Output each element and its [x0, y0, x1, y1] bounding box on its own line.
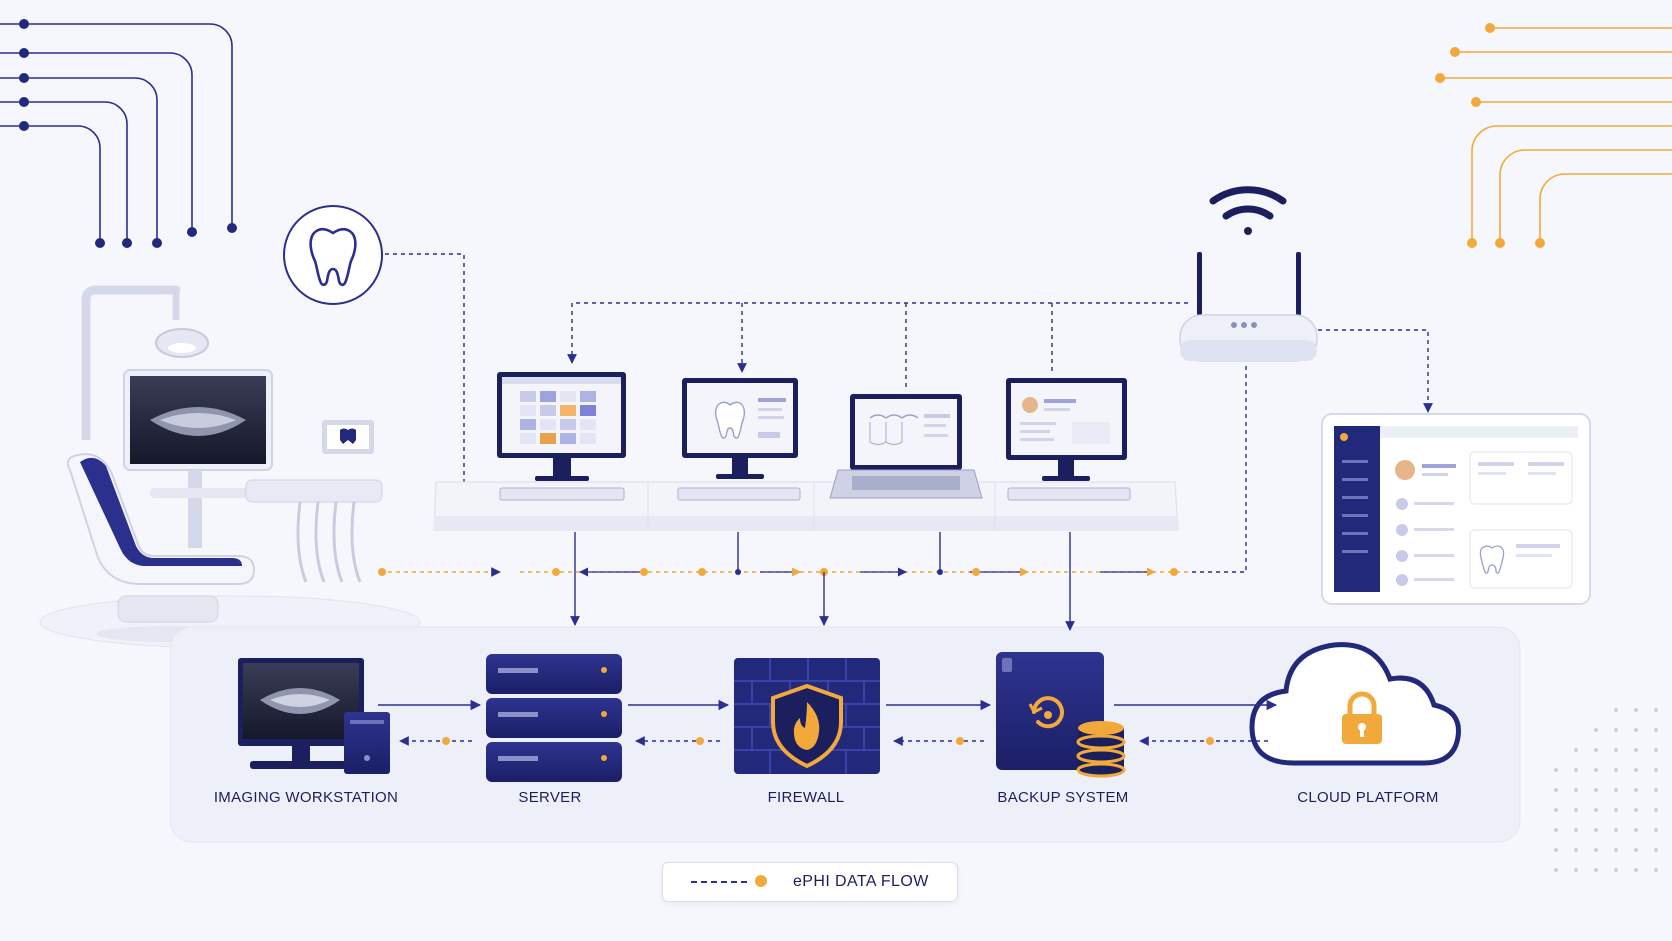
- dot-grid-decoration: [1554, 708, 1658, 872]
- grid-dot: [1594, 848, 1598, 852]
- grid-dot: [1614, 848, 1618, 852]
- flow-return-dots: [442, 737, 1214, 745]
- grid-dot: [1654, 748, 1658, 752]
- grid-dot: [1554, 788, 1558, 792]
- dental-chair-icon: [39, 285, 421, 649]
- node-label-server: SERVER: [518, 789, 582, 806]
- grid-dot: [1654, 728, 1658, 732]
- monitor-icon: [497, 372, 626, 501]
- grid-dot: [1634, 808, 1638, 812]
- grid-dot: [1634, 868, 1638, 872]
- node-label-imaging-workstation: IMAGING WORKSTATION: [213, 789, 399, 806]
- network-links: [385, 253, 1433, 573]
- tooth-icon: [283, 205, 383, 305]
- grid-dot: [1574, 768, 1578, 772]
- grid-dot: [1654, 808, 1658, 812]
- circuit-dots-left: [19, 19, 237, 248]
- grid-dot: [1634, 748, 1638, 752]
- grid-dot: [1574, 808, 1578, 812]
- grid-dot: [1554, 848, 1558, 852]
- legend-dot-icon: [755, 875, 767, 887]
- grid-dot: [1654, 828, 1658, 832]
- wifi-icon: [1209, 186, 1287, 235]
- lock-icon: [1342, 691, 1382, 744]
- grid-dot: [1654, 768, 1658, 772]
- monitor-icon: [677, 378, 801, 501]
- tablet-icon: [1321, 413, 1591, 605]
- grid-dot: [1594, 768, 1598, 772]
- grid-dot: [1574, 848, 1578, 852]
- database-icon: [1076, 721, 1126, 778]
- legend-line-icon: [691, 881, 747, 883]
- grid-dot: [1594, 748, 1598, 752]
- grid-dot: [1634, 848, 1638, 852]
- flame-shield-icon: [771, 683, 843, 769]
- grid-dot: [1614, 788, 1618, 792]
- grid-dot: [1554, 868, 1558, 872]
- grid-dot: [1574, 868, 1578, 872]
- legend-label: ePHI DATA FLOW: [793, 873, 929, 890]
- cloud-icon: [1249, 642, 1461, 766]
- grid-dot: [1614, 828, 1618, 832]
- grid-dot: [1654, 708, 1658, 712]
- grid-dot: [1554, 768, 1558, 772]
- grid-dot: [1554, 808, 1558, 812]
- laptop-icon: [829, 394, 983, 499]
- grid-dot: [1614, 868, 1618, 872]
- grid-dot: [1634, 768, 1638, 772]
- grid-dot: [1594, 828, 1598, 832]
- vertical-drops: [570, 532, 1075, 631]
- grid-dot: [1654, 848, 1658, 852]
- grid-dot: [1574, 748, 1578, 752]
- grid-dot: [1594, 808, 1598, 812]
- grid-dot: [1594, 728, 1598, 732]
- node-label-backup-system: BACKUP SYSTEM: [997, 789, 1129, 806]
- grid-dot: [1614, 748, 1618, 752]
- circuit-decoration-left: [0, 23, 233, 243]
- grid-dot: [1614, 768, 1618, 772]
- grid-dot: [1554, 828, 1558, 832]
- legend: ePHI DATA FLOW: [662, 862, 958, 902]
- grid-dot: [1614, 728, 1618, 732]
- grid-dot: [1654, 868, 1658, 872]
- node-label-firewall: FIREWALL: [767, 789, 845, 806]
- circuit-dots-right: [1435, 23, 1545, 248]
- imaging-workstation-icon: [238, 658, 390, 774]
- server-icon: [486, 654, 622, 782]
- grid-dot: [1594, 868, 1598, 872]
- grid-dot: [1614, 808, 1618, 812]
- grid-dot: [1634, 708, 1638, 712]
- grid-dot: [1594, 788, 1598, 792]
- router-icon: [1179, 252, 1318, 362]
- grid-dot: [1654, 788, 1658, 792]
- grid-dot: [1574, 788, 1578, 792]
- grid-dot: [1634, 728, 1638, 732]
- grid-dot: [1614, 708, 1618, 712]
- node-label-cloud-platform: CLOUD PLATFORM: [1297, 789, 1439, 806]
- grid-dot: [1634, 828, 1638, 832]
- monitor-icon: [1006, 378, 1131, 501]
- firewall-icon: [734, 658, 880, 774]
- grid-dot: [1574, 828, 1578, 832]
- grid-dot: [1634, 788, 1638, 792]
- circuit-decoration-right: [1440, 27, 1672, 243]
